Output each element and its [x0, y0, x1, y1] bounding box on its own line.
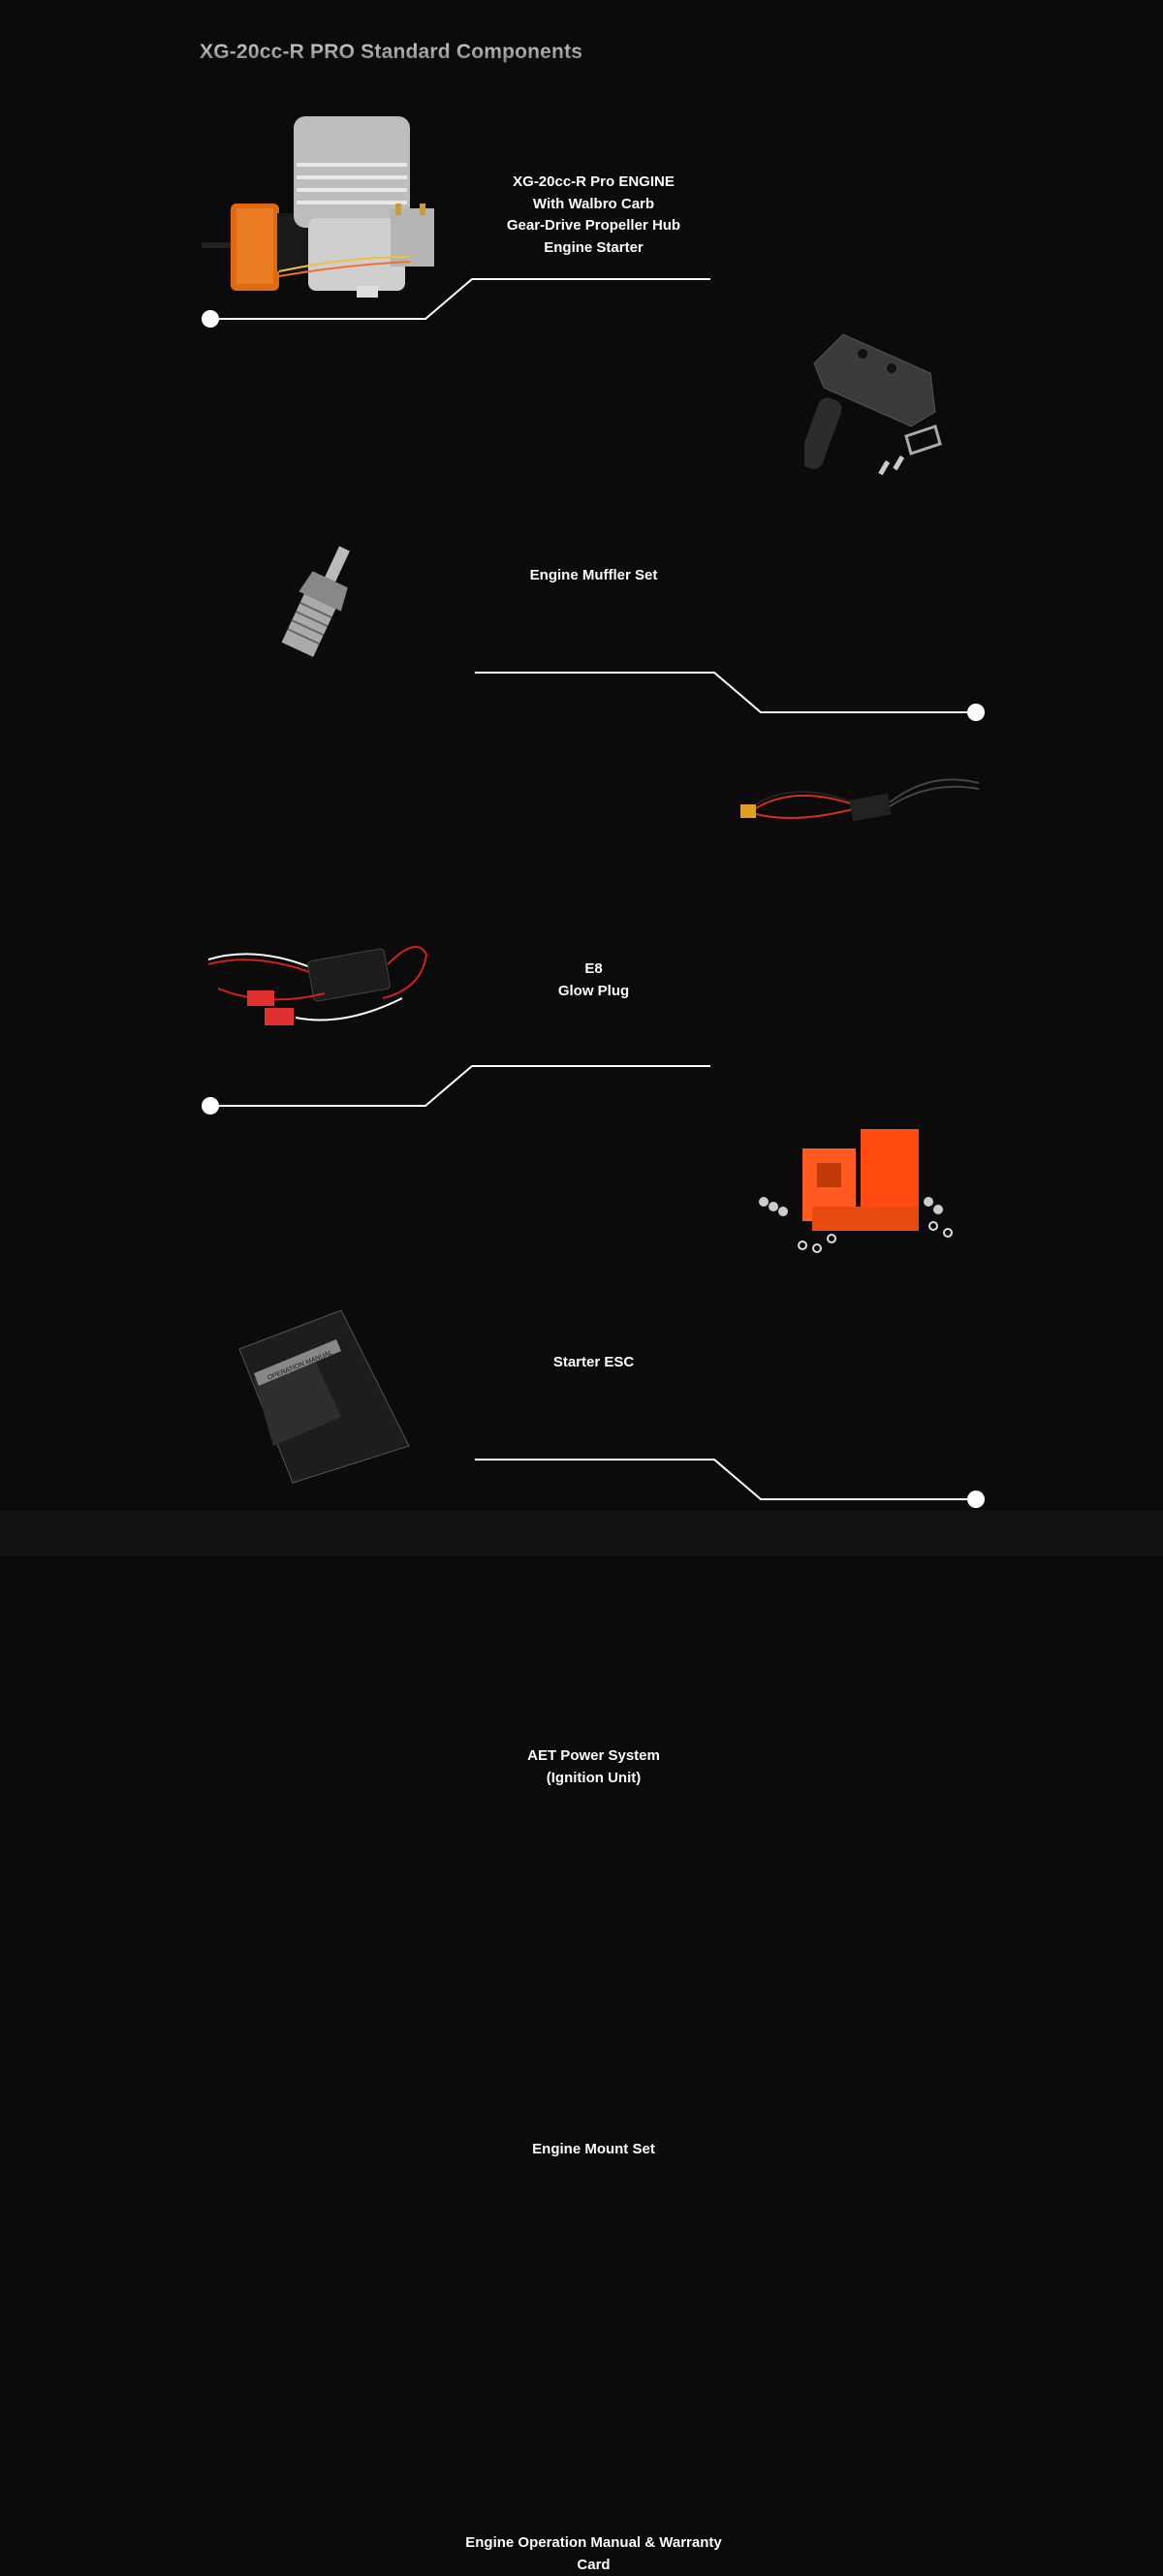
component-label-line: Card: [426, 2555, 761, 2576]
component-label-line: (Ignition Unit): [426, 1768, 761, 1790]
component-label-aet-power: AET Power System(Ignition Unit): [426, 1745, 761, 1789]
connector-dot: [967, 1491, 985, 1508]
component-label-line: With Walbro Carb: [426, 194, 761, 216]
component-label-engine-mount: Engine Mount Set: [426, 2139, 761, 2161]
footer-band: [0, 1511, 1163, 1555]
operation-manual-image: OPERATION MANUAL: [235, 1310, 414, 1485]
connector-dot: [202, 310, 219, 328]
component-label-line: XG-20cc-R Pro ENGINE: [426, 172, 761, 194]
ignition-unit-image: [208, 940, 441, 1052]
component-label-line: AET Power System: [426, 1745, 761, 1768]
component-label-line: Engine Muffler Set: [426, 565, 761, 587]
engine-mount-image: [744, 1124, 967, 1270]
component-label-muffler: Engine Muffler Set: [426, 565, 761, 587]
connector-dot: [967, 704, 985, 721]
component-label-line: Glow Plug: [426, 981, 761, 1003]
component-label-line: Engine Mount Set: [426, 2139, 761, 2161]
page-title: XG-20cc-R PRO Standard Components: [200, 41, 582, 64]
component-label-starter-esc: Starter ESC: [426, 1352, 761, 1374]
component-label-line: Engine Operation Manual & Warranty: [426, 2532, 761, 2555]
connector-line: [210, 1066, 710, 1106]
connector-dot: [202, 1097, 219, 1115]
connector-line: [475, 1460, 976, 1499]
starter-esc-image: [737, 775, 984, 838]
component-label-line: Engine Starter: [426, 237, 761, 260]
engine-image: [202, 111, 454, 310]
muffler-image: [804, 330, 950, 494]
component-label-line: E8: [426, 958, 761, 981]
glow-plug-image: [269, 543, 366, 674]
connector-line: [475, 673, 976, 712]
component-label-line: Gear-Drive Propeller Hub: [426, 215, 761, 237]
component-label-line: Starter ESC: [426, 1352, 761, 1374]
